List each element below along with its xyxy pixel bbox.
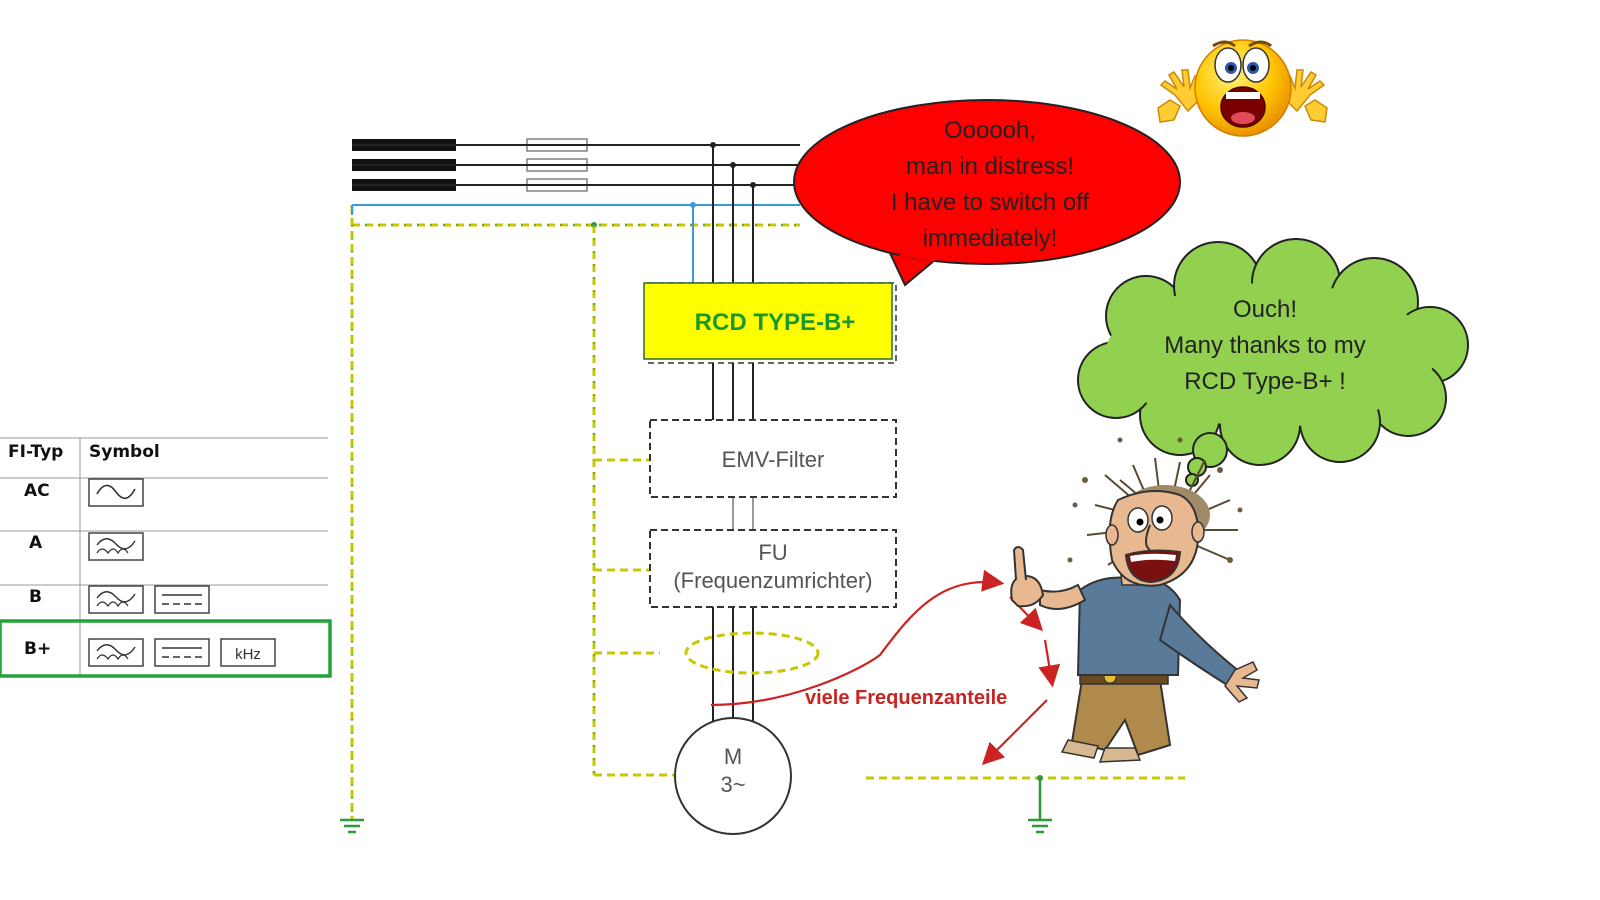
shocked-man-figure (1010, 437, 1260, 763)
emv-filter-label: EMV-Filter (722, 447, 825, 472)
supply-bus (340, 138, 800, 834)
thought-bubble: Ouch! Many thanks to my RCD Type-B+ ! (1077, 238, 1469, 487)
motor-label: M (724, 744, 742, 769)
rcd-label: RCD TYPE-B+ (695, 309, 856, 336)
shocked-emoji-icon (1157, 39, 1328, 137)
pulsating-wave-icon (88, 585, 144, 614)
table-row-bplus-type: B+ (24, 639, 51, 659)
rcd-type-table: FI-Typ Symbol AC A B B+ (0, 437, 332, 678)
frequency-converter-block: FU (Frequenzumrichter) (649, 529, 897, 608)
table-row-a-type: A (29, 533, 43, 553)
pulsating-wave-icon (88, 532, 144, 561)
thought-line-3: RCD Type-B+ ! (1184, 368, 1346, 395)
table-row-ac-type: AC (24, 481, 50, 501)
emv-filter-block: EMV-Filter (649, 419, 897, 498)
fu-label: FU (758, 540, 787, 565)
motor: M 3~ (674, 717, 792, 835)
fault-current-path: viele Frequenzanteile (710, 569, 1061, 766)
summation-transformer (684, 631, 820, 675)
dc-icon (154, 638, 210, 667)
dc-icon (154, 585, 210, 614)
speech-line-2: man in distress! (906, 153, 1074, 180)
pulsating-wave-icon (88, 638, 144, 667)
speech-line-4: immediately! (923, 225, 1058, 252)
thought-line-1: Ouch! (1233, 296, 1297, 323)
rcd-device: RCD TYPE-B+ (643, 282, 897, 364)
bplus-highlight-frame (0, 619, 332, 678)
khz-icon: kHz (220, 638, 276, 667)
frequency-components-label: viele Frequenzanteile (805, 687, 1007, 709)
ground-symbol-left (340, 818, 364, 834)
table-row-b-type: B (29, 587, 42, 607)
fu-sublabel: (Frequenzumrichter) (673, 568, 872, 593)
thought-line-2: Many thanks to my (1164, 332, 1365, 359)
khz-label: kHz (235, 646, 261, 663)
table-header-symbol: Symbol (89, 442, 160, 462)
speech-line-1: Oooooh, (944, 117, 1036, 144)
ac-wave-icon (88, 478, 144, 507)
speech-bubble: Oooooh, man in distress! I have to switc… (793, 99, 1181, 287)
table-header-type: FI-Typ (8, 442, 63, 462)
speech-line-3: I have to switch off (891, 189, 1090, 216)
ground-right (866, 775, 1185, 834)
motor-phase-label: 3~ (720, 772, 745, 797)
